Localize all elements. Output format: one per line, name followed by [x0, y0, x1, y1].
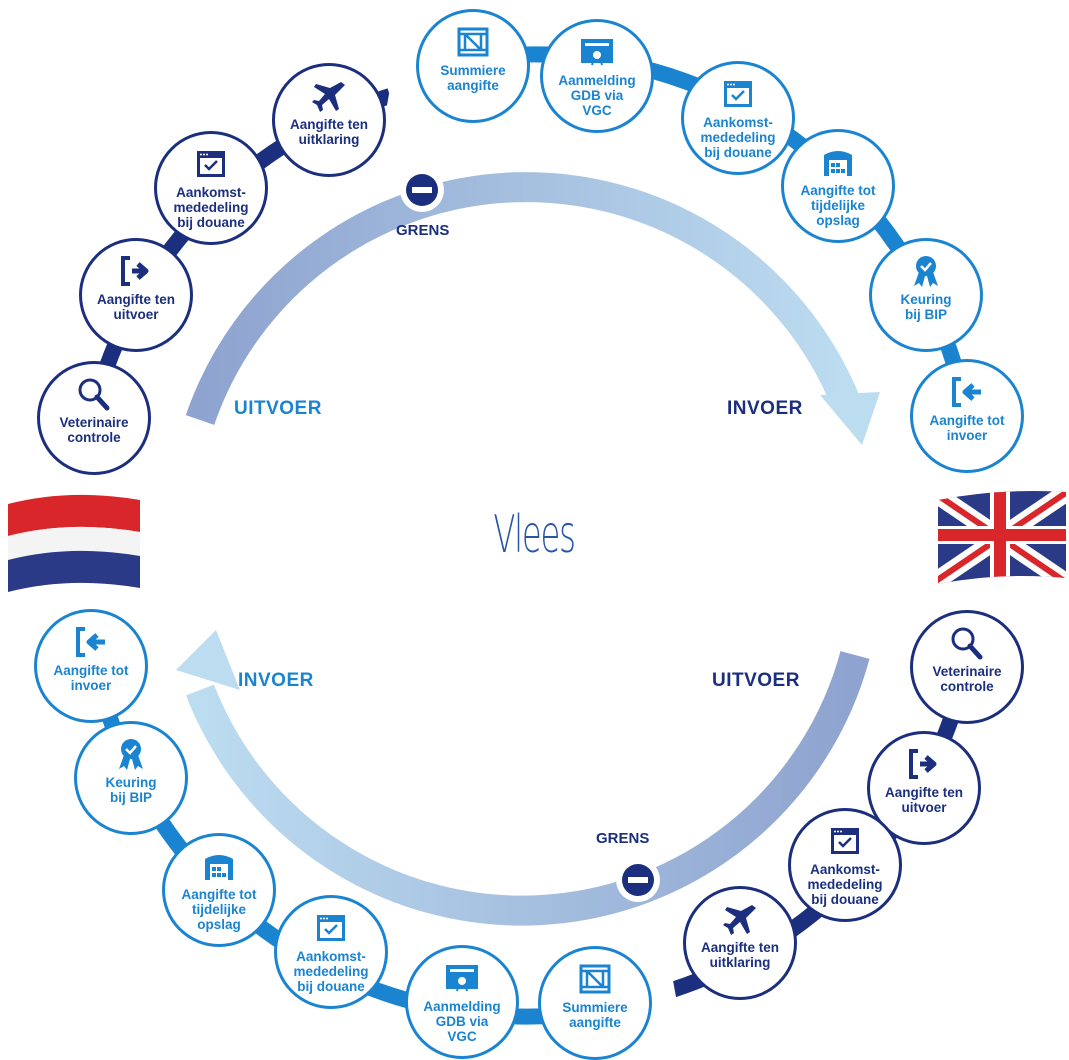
exit-arrow-icon [904, 746, 944, 782]
step-label: Aangifte tot tijdelijke opslag [800, 183, 876, 228]
warehouse-icon [199, 848, 239, 884]
rosette-icon [906, 253, 946, 289]
bottom-invoer-label: INVOER [238, 670, 314, 691]
airplane-icon [309, 78, 349, 114]
browser-check-icon [191, 146, 231, 182]
step-label: Summiere aangifte [440, 63, 506, 93]
top-flow-arrowhead [820, 392, 880, 445]
top-step-6: Aanmelding GDB via VGC [540, 19, 654, 133]
top-border-gap-marks [385, 77, 409, 115]
top-uitvoer-label: UITVOER [234, 398, 322, 419]
top-flow-arrow [185, 172, 859, 425]
magnifier-icon [947, 625, 987, 661]
crate-icon [453, 24, 493, 60]
top-step-8: Aangifte tot tijdelijke opslag [781, 129, 895, 243]
browser-check-icon [311, 910, 351, 946]
step-label: Aankomst- mededeling bij douane [293, 949, 369, 994]
bottom-step-7: Aankomst- mededeling bij douane [274, 895, 388, 1009]
bottom-flow-arrowhead [176, 630, 240, 690]
browser-check-icon [718, 76, 758, 112]
step-label: Summiere aangifte [562, 1000, 628, 1030]
certificate-icon [577, 34, 617, 70]
step-label: Aankomst- mededeling bij douane [700, 115, 776, 160]
bottom-step-4: Aangifte ten uitklaring [683, 886, 797, 1000]
enter-arrow-icon [71, 624, 111, 660]
certificate-icon [442, 960, 482, 996]
step-label: Aangifte tot tijdelijke opslag [181, 887, 257, 932]
step-label: Aangifte tot invoer [929, 413, 1005, 443]
step-label: Aanmelding GDB via VGC [423, 999, 501, 1044]
exit-arrow-icon [116, 253, 156, 289]
bottom-step-9: Keuring bij BIP [74, 721, 188, 835]
warehouse-icon [818, 144, 858, 180]
page-title: Vlees [493, 505, 576, 565]
step-label: Aangifte ten uitklaring [700, 940, 779, 970]
bottom-flow-arrow [186, 651, 870, 926]
top-step-4: Aangifte ten uitklaring [272, 63, 386, 177]
bottom-step-5: Summiere aangifte [538, 946, 652, 1060]
step-label: Aangifte ten uitvoer [96, 292, 175, 322]
step-label: Keuring bij BIP [105, 775, 157, 805]
top-invoer-label: INVOER [727, 398, 803, 419]
top-step-7: Aankomst- mededeling bij douane [681, 61, 795, 175]
top-grens-label: GRENS [396, 222, 450, 239]
airplane-icon [720, 901, 760, 937]
crate-icon [575, 961, 615, 997]
bottom-border-marker-icon [616, 858, 660, 902]
bottom-step-8: Aangifte tot tijdelijke opslag [162, 833, 276, 947]
top-step-1: Veterinaire controle [37, 361, 151, 475]
step-label: Aangifte ten uitvoer [884, 785, 963, 815]
bottom-step-1: Veterinaire controle [910, 610, 1024, 724]
browser-check-icon [825, 823, 865, 859]
step-label: Veterinaire controle [932, 664, 1002, 694]
bottom-step-10: Aangifte tot invoer [34, 609, 148, 723]
bottom-border-gap-marks [653, 966, 677, 1004]
step-label: Aankomst- mededeling bij douane [173, 185, 249, 230]
step-label: Aankomst- mededeling bij douane [807, 862, 883, 907]
top-step-10: Aangifte tot invoer [910, 359, 1024, 473]
top-step-5: Summiere aangifte [416, 9, 530, 123]
bottom-step-6: Aanmelding GDB via VGC [405, 945, 519, 1059]
top-step-2: Aangifte ten uitvoer [79, 238, 193, 352]
step-label: Aangifte tot invoer [53, 663, 129, 693]
united-kingdom-flag-icon [938, 491, 1066, 584]
step-label: Aanmelding GDB via VGC [558, 73, 636, 118]
top-step-9: Keuring bij BIP [869, 238, 983, 352]
bottom-step-2: Aangifte ten uitvoer [867, 731, 981, 845]
top-border-marker-icon [400, 168, 444, 212]
bottom-grens-label: GRENS [596, 830, 650, 847]
rosette-icon [111, 736, 151, 772]
enter-arrow-icon [947, 374, 987, 410]
bottom-step-3: Aankomst- mededeling bij douane [788, 808, 902, 922]
bottom-uitvoer-label: UITVOER [712, 670, 800, 691]
top-step-3: Aankomst- mededeling bij douane [154, 131, 268, 245]
step-label: Aangifte ten uitklaring [289, 117, 368, 147]
step-label: Veterinaire controle [59, 415, 129, 445]
magnifier-icon [74, 376, 114, 412]
netherlands-flag-icon [8, 494, 140, 592]
step-label: Keuring bij BIP [900, 292, 952, 322]
